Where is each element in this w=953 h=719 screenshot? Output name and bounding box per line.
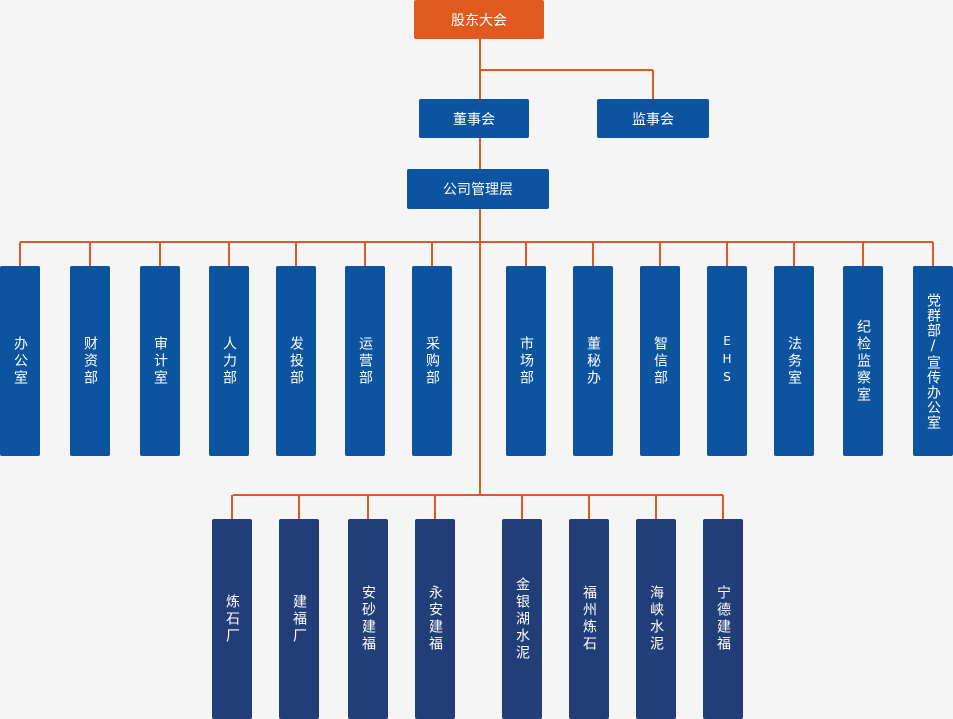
department-box[interactable]: 智信部 (640, 266, 680, 456)
company-box[interactable]: 建福厂 (279, 519, 319, 719)
company-box[interactable]: 宁德建福 (703, 519, 743, 719)
department-label: 董秘办 (585, 335, 601, 387)
department-label: 智信部 (652, 335, 668, 387)
shareholders-meeting-label: 股东大会 (451, 12, 507, 29)
department-label: 财资部 (82, 335, 98, 387)
department-label: 采购部 (424, 335, 440, 387)
department-box[interactable]: EHS (707, 266, 747, 456)
department-box[interactable]: 发投部 (276, 266, 316, 456)
company-label: 宁德建福 (715, 585, 731, 653)
company-label: 建福厂 (291, 593, 307, 645)
shareholders-meeting-box[interactable]: 股东大会 (414, 0, 544, 39)
company-label: 金银湖水泥 (514, 576, 530, 662)
department-label: 人力部 (221, 335, 237, 387)
company-box[interactable]: 金银湖水泥 (502, 519, 542, 719)
company-label: 永安建福 (427, 585, 443, 653)
company-box[interactable]: 海峡水泥 (636, 519, 676, 719)
management-label: 公司管理层 (443, 182, 513, 198)
company-box[interactable]: 炼石厂 (212, 519, 252, 719)
department-label: 党群部/宣传办公室 (925, 292, 941, 430)
company-label: 福州炼石 (581, 585, 597, 653)
department-box[interactable]: 审计室 (140, 266, 180, 456)
department-box[interactable]: 财资部 (70, 266, 110, 456)
department-label: 市场部 (518, 335, 534, 387)
department-box[interactable]: 运营部 (345, 266, 385, 456)
department-label: EHS (720, 334, 734, 388)
company-box[interactable]: 福州炼石 (569, 519, 609, 719)
company-label: 炼石厂 (224, 593, 240, 645)
department-label: 办公室 (12, 335, 28, 387)
department-label: 纪检监察室 (855, 318, 871, 404)
department-box[interactable]: 市场部 (506, 266, 546, 456)
company-label: 海峡水泥 (648, 585, 664, 653)
department-box[interactable]: 人力部 (209, 266, 249, 456)
department-box[interactable]: 采购部 (412, 266, 452, 456)
department-box[interactable]: 党群部/宣传办公室 (913, 266, 953, 456)
company-box[interactable]: 安砂建福 (348, 519, 388, 719)
department-label: 运营部 (357, 335, 373, 387)
supervisory-board-label: 监事会 (632, 111, 674, 128)
board-of-directors-label: 董事会 (453, 111, 495, 128)
department-box[interactable]: 法务室 (774, 266, 814, 456)
department-box[interactable]: 办公室 (0, 266, 40, 456)
company-label: 安砂建福 (360, 585, 376, 653)
supervisory-board-box[interactable]: 监事会 (597, 99, 709, 138)
department-box[interactable]: 董秘办 (573, 266, 613, 456)
department-box[interactable]: 纪检监察室 (843, 266, 883, 456)
department-label: 法务室 (786, 335, 802, 387)
department-label: 审计室 (152, 335, 168, 387)
company-box[interactable]: 永安建福 (415, 519, 455, 719)
board-of-directors-box[interactable]: 董事会 (419, 99, 529, 138)
management-box[interactable]: 公司管理层 (407, 169, 549, 209)
department-label: 发投部 (288, 335, 304, 387)
